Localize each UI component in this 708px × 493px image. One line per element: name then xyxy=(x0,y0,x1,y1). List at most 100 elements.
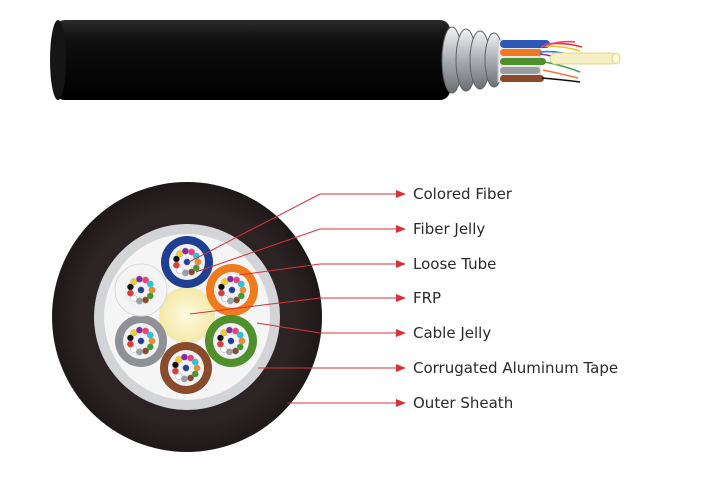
colored-fiber xyxy=(218,283,225,291)
colored-fiber xyxy=(136,275,143,283)
colored-fiber xyxy=(146,343,154,351)
colored-fiber xyxy=(193,364,201,372)
loose-tubes-cross xyxy=(114,236,258,394)
colored-fiber xyxy=(194,258,202,266)
colored-fiber xyxy=(142,327,149,335)
colored-fiber xyxy=(136,297,143,305)
colored-fiber xyxy=(173,261,180,269)
colored-fiber xyxy=(130,294,138,302)
colored-fiber xyxy=(227,297,234,305)
colored-fiber xyxy=(232,347,239,355)
colored-fiber xyxy=(239,286,247,294)
colored-fiber xyxy=(136,348,143,356)
colored-fiber xyxy=(182,364,190,372)
colored-fiber xyxy=(237,292,245,300)
colored-fiber xyxy=(236,343,244,351)
loose-tubes-side xyxy=(500,40,550,82)
colored-fiber xyxy=(175,356,183,364)
colored-fiber xyxy=(181,353,188,361)
colored-fiber xyxy=(228,286,236,294)
colored-fiber xyxy=(127,283,134,291)
label-colored-fiber: Colored Fiber xyxy=(413,185,513,203)
corrugated-tape-side xyxy=(441,26,504,94)
tube-white xyxy=(114,263,168,317)
colored-fiber xyxy=(236,331,244,339)
callout-colored-fiber: Colored Fiber xyxy=(188,185,513,263)
cable-jacket xyxy=(55,20,450,100)
colored-fiber xyxy=(233,276,240,284)
colored-fiber xyxy=(238,337,246,345)
colored-fiber xyxy=(130,278,138,286)
colored-fiber xyxy=(127,340,134,348)
callout-fiber-jelly: Fiber Jelly xyxy=(195,220,485,273)
callout-outer-sheath: Outer Sheath xyxy=(287,394,513,412)
colored-fiber xyxy=(127,289,134,297)
label-cable-jelly: Cable Jelly xyxy=(413,324,491,342)
colored-fiber xyxy=(183,258,191,266)
callout-frp: FRP xyxy=(189,289,441,315)
tube-orange xyxy=(206,264,258,316)
colored-fiber xyxy=(130,345,138,353)
frp-core xyxy=(159,287,215,343)
colored-fiber xyxy=(137,337,145,345)
label-fiber-jelly: Fiber Jelly xyxy=(413,220,485,238)
colored-fiber xyxy=(191,358,199,366)
colored-fiber xyxy=(142,347,149,355)
colored-fiber xyxy=(220,329,228,337)
colored-fiber xyxy=(172,367,179,375)
colored-fiber xyxy=(146,280,154,288)
colored-fiber xyxy=(227,275,234,283)
label-loose-tube: Loose Tube xyxy=(413,255,496,273)
tube-blue xyxy=(161,236,213,288)
colored-fiber xyxy=(182,247,189,255)
colored-fiber xyxy=(192,264,200,272)
tube-gray xyxy=(115,315,167,367)
colored-fiber xyxy=(173,255,180,263)
colored-fiber xyxy=(188,248,195,256)
colored-fiber xyxy=(221,278,229,286)
colored-fiber xyxy=(233,296,240,304)
colored-fiber xyxy=(176,266,184,274)
colored-fiber xyxy=(217,334,224,342)
cable-cross-section xyxy=(52,182,322,452)
colored-fiber xyxy=(137,286,145,294)
colored-fiber xyxy=(237,280,245,288)
callout-corrugated-aluminum-tape: Corrugated Aluminum Tape xyxy=(258,359,618,377)
tube-green xyxy=(205,315,257,367)
colored-fiber xyxy=(142,276,149,284)
colored-fiber xyxy=(146,331,154,339)
colored-fiber xyxy=(226,348,233,356)
colored-fiber xyxy=(227,337,235,345)
colored-fiber xyxy=(188,268,195,276)
colored-fiber xyxy=(181,375,188,383)
callout-group: Colored Fiber Fiber Jelly Loose Tube FRP… xyxy=(188,185,618,412)
label-frp: FRP xyxy=(413,289,441,307)
colored-fiber xyxy=(136,326,143,334)
cable-jacket-end xyxy=(50,20,66,100)
colored-fiber xyxy=(130,329,138,337)
colored-fiber xyxy=(146,292,154,300)
label-corrugated-aluminum-tape: Corrugated Aluminum Tape xyxy=(413,359,618,377)
colored-fiber xyxy=(176,250,184,258)
colored-fiber xyxy=(191,370,199,378)
colored-fiber xyxy=(142,296,149,304)
colored-fiber xyxy=(127,334,134,342)
colored-fiber xyxy=(232,327,239,335)
colored-fiber xyxy=(221,294,229,302)
colored-fiber xyxy=(187,354,194,362)
label-outer-sheath: Outer Sheath xyxy=(413,394,513,412)
colored-fiber xyxy=(172,361,179,369)
frp-rod-side xyxy=(549,52,617,65)
colored-fiber xyxy=(182,269,189,277)
colored-fiber xyxy=(148,286,156,294)
colored-fiber xyxy=(217,340,224,348)
colored-fiber xyxy=(187,374,194,382)
colored-fiber xyxy=(175,372,183,380)
colored-fiber xyxy=(148,337,156,345)
cable-side-view xyxy=(50,20,621,100)
colored-fiber xyxy=(218,289,225,297)
callout-cable-jelly: Cable Jelly xyxy=(256,322,491,342)
callout-loose-tube: Loose Tube xyxy=(238,255,496,276)
colored-fiber xyxy=(226,326,233,334)
